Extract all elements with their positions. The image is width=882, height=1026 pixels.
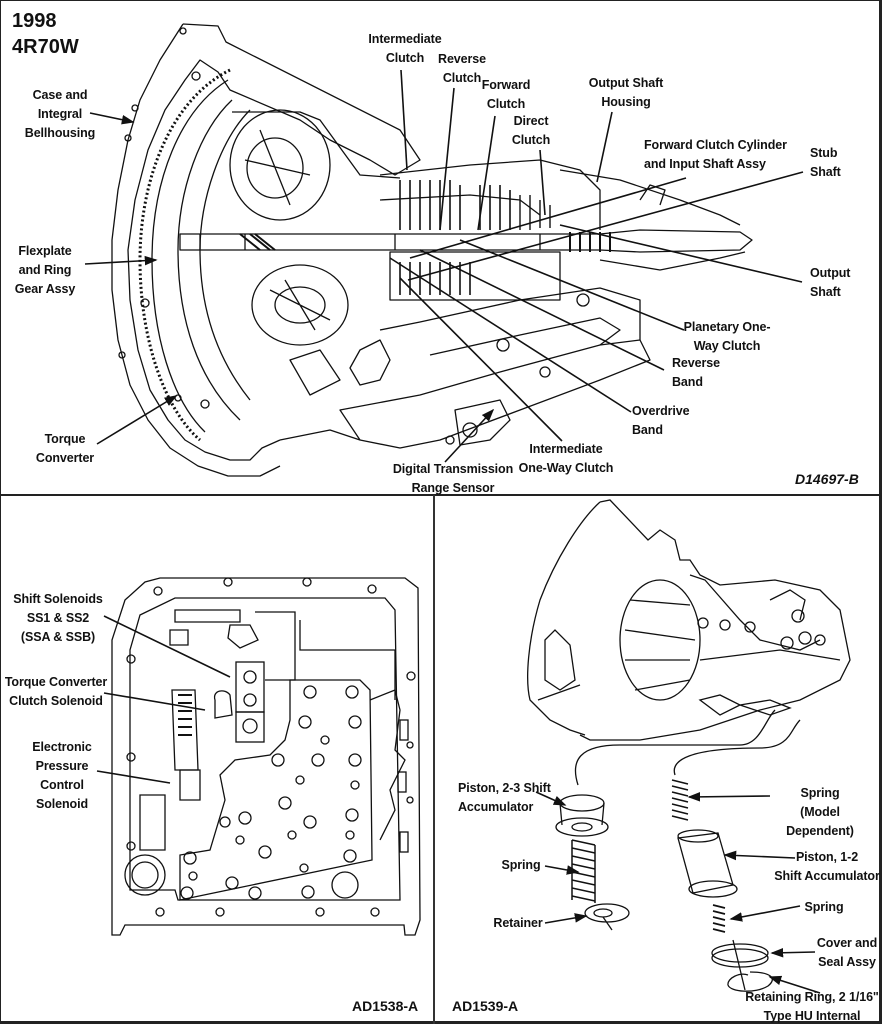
- figure-code-accumulators: AD1539-A: [452, 998, 519, 1014]
- spring-model-coil: [671, 779, 689, 821]
- callout-intermediate-clutch: Intermediate Clutch: [368, 32, 442, 65]
- frame-border-right: [879, 0, 882, 1024]
- callout-case-bellhousing: Case and Integral Bellhousing: [24, 88, 96, 140]
- output-shaft-housing: [559, 169, 746, 271]
- callout-spring-model: Spring (Model Dependent): [786, 786, 854, 838]
- callout-dtr-sensor: Digital Transmission Range Sensor: [392, 462, 514, 495]
- figure-code-main: D14697-B: [795, 471, 859, 487]
- callout-overdrive-band: Overdrive Band: [632, 404, 690, 437]
- cover-seal: [711, 943, 769, 963]
- callout-tcc-solenoid: Torque Converter Clutch Solenoid: [4, 675, 108, 708]
- torque-converter: [177, 99, 241, 421]
- valve-body-holes: [126, 577, 416, 917]
- callout-reverse-clutch: Reverse Clutch: [438, 52, 486, 85]
- accumulator-leader-lines: [535, 791, 821, 994]
- transmission-cutaway: [111, 23, 753, 477]
- callout-planetary-owc: Planetary One- Way Clutch: [683, 320, 771, 353]
- diagram-title: 1998 4R70W: [12, 8, 79, 60]
- callout-flexplate: Flexplate and Ring Gear Assy: [14, 244, 76, 296]
- input-shaft: [179, 229, 753, 253]
- pump-bore: [124, 854, 166, 896]
- spring-left-coil: [571, 839, 596, 903]
- callout-stub-shaft: Stub Shaft: [810, 146, 841, 179]
- callout-torque-converter: Torque Converter: [35, 432, 95, 465]
- panel-divider-vertical: [433, 495, 435, 1024]
- callout-epc-solenoid: Electronic Pressure Control Solenoid: [32, 740, 92, 811]
- spring-right-coil: [712, 904, 726, 933]
- valve-body-drawing: [111, 577, 421, 936]
- callout-direct-clutch: Direct Clutch: [511, 114, 551, 147]
- accumulator-parts: [555, 709, 801, 992]
- valve-body-leader-lines: [96, 615, 231, 784]
- transmission-case-drawing: [527, 499, 851, 741]
- callout-spring-left: Spring: [501, 858, 541, 872]
- title-model: 4R70W: [12, 36, 79, 58]
- callout-spring-right: Spring: [804, 900, 844, 914]
- bellhousing-outline: [127, 23, 421, 461]
- oil-pan: [339, 339, 651, 449]
- callout-shift-solenoids: Shift Solenoids SS1 & SS2 (SSA & SSB): [13, 592, 103, 644]
- callout-retaining-ring: Retaining Ring, 2 1/16" Type HU Internal: [745, 990, 879, 1023]
- callout-piston-12: Piston, 1-2 Shift Accumulator: [774, 850, 880, 883]
- title-year: 1998: [12, 10, 57, 32]
- callout-output-shaft-housing: Output Shaft Housing: [588, 76, 664, 109]
- callout-fwd-clutch-cylinder: Forward Clutch Cylinder and Input Shaft …: [644, 138, 787, 171]
- callout-cover-seal: Cover and Seal Assy: [816, 936, 878, 969]
- panel-divider-horizontal: [0, 494, 882, 496]
- callout-piston-23: Piston, 2-3 Shift Accumulator: [458, 781, 551, 814]
- callout-retainer: Retainer: [493, 916, 543, 930]
- callout-reverse-band: Reverse Band: [672, 356, 720, 389]
- valve-body-gasket: [111, 577, 421, 936]
- figure-code-valve-body: AD1538-A: [352, 998, 419, 1014]
- callout-intermediate-owc: Intermediate One-Way Clutch: [518, 442, 614, 475]
- main-leader-lines: [84, 69, 804, 463]
- callout-forward-clutch: Forward Clutch: [481, 78, 531, 111]
- callout-output-shaft: Output Shaft: [810, 266, 851, 299]
- frame-border-bottom: [0, 1022, 882, 1024]
